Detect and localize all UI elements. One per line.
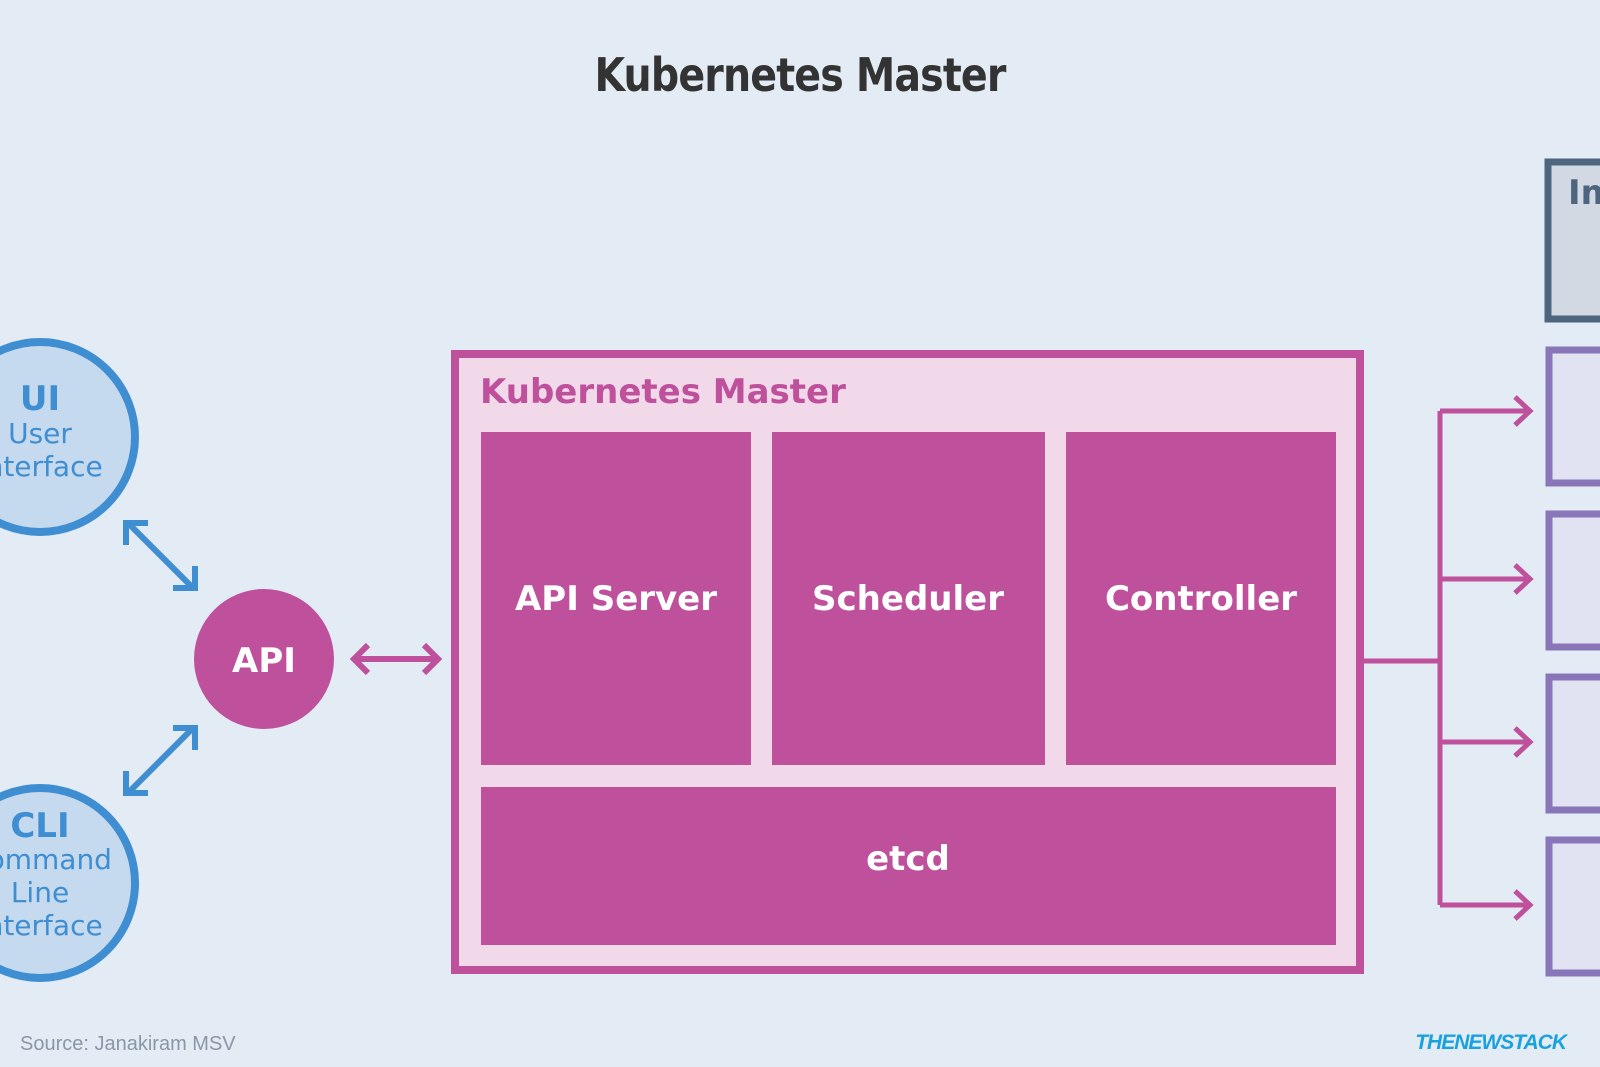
cli-client-node[interactable]: CLI Command Line Interface (0, 784, 139, 982)
ui-client-line-2: Interface (0, 450, 103, 483)
worker-node-box-1[interactable] (1545, 346, 1600, 487)
etcd-label: etcd (866, 839, 950, 879)
cli-client-line-2: Line (11, 876, 69, 909)
worker-node-box-3[interactable] (1545, 673, 1600, 814)
thenewstack-logo: THENEWSTACK (1415, 1031, 1567, 1054)
ui-client-node[interactable]: UI User Interface (0, 338, 139, 536)
scheduler-block[interactable] (772, 432, 1045, 765)
ui-api-arrow (123, 520, 198, 591)
worker-node-box-2[interactable] (1545, 510, 1600, 651)
worker-node-box-4[interactable] (1545, 836, 1600, 977)
ui-client-line-1: User (8, 417, 72, 450)
controller-label: Controller (1105, 579, 1297, 619)
scheduler-label: Scheduler (812, 579, 1004, 619)
image-registry-label: Im (1568, 173, 1600, 213)
api-node[interactable]: API (194, 589, 334, 729)
ui-client-abbr: UI (20, 379, 60, 419)
kubernetes-master-box[interactable]: Kubernetes Master API Server Scheduler C… (451, 350, 1364, 974)
cli-client-line-3: Interface (0, 909, 103, 942)
api-node-label: API (232, 641, 296, 681)
controller-block[interactable] (1066, 432, 1336, 765)
page-title: Kubernetes Master (594, 48, 1006, 102)
image-registry-box[interactable]: Im (1544, 158, 1600, 323)
api-server-block[interactable] (481, 432, 751, 765)
api-master-arrow (349, 642, 443, 676)
cli-client-abbr: CLI (10, 806, 69, 846)
etcd-block[interactable] (481, 787, 1336, 945)
cli-client-line-1: Command (0, 843, 112, 876)
source-caption: Source: Janakiram MSV (20, 1033, 236, 1055)
node-fanout-connector (1364, 395, 1534, 921)
api-server-label: API Server (515, 579, 717, 619)
cli-api-arrow (123, 725, 198, 796)
master-box-label: Kubernetes Master (480, 372, 846, 412)
